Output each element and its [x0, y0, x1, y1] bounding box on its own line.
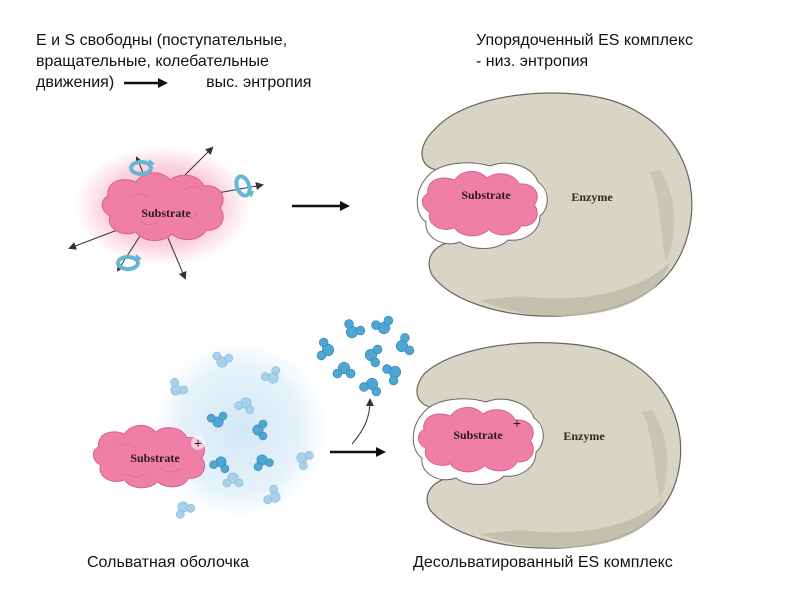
ordered-complex-caption-line2: - низ. энтропия [476, 53, 589, 70]
substrate-label: Substrate [453, 428, 503, 442]
free-state-caption-motions: движения) [36, 74, 115, 91]
charge-bg [191, 436, 205, 450]
water-molecule-icon [315, 336, 337, 363]
ordered-complex-caption: Упорядоченный ES комплекс - низ. энтропи… [476, 30, 693, 72]
enzyme-shadow [480, 262, 670, 316]
substrate-label: Substrate [130, 451, 180, 465]
water-molecule-icon [392, 331, 416, 359]
free-state-caption-line1: E и S свободны (поступательные, [36, 32, 288, 49]
substrate-texture [117, 443, 183, 477]
desolvated-complex-caption: Десольватированный ES комплекс [413, 554, 673, 571]
positive-charge-icon: + [194, 437, 202, 452]
water-molecule-icon [362, 342, 384, 369]
substrate-label: Substrate [461, 188, 511, 202]
solvation-shell-caption: Сольватная оболочка [87, 554, 250, 571]
motion-arrow-icon [116, 235, 141, 272]
free-state-caption-line3: движения) выс. энтропия [36, 72, 311, 93]
free-state-caption: E и S свободны (поступательные, вращател… [36, 30, 311, 93]
ordered-complex-caption-line1: Упорядоченный ES комплекс [476, 32, 694, 49]
water-molecule-icon [357, 374, 385, 398]
reaction-arrow-bottom [330, 447, 386, 457]
rotation-icon [129, 159, 155, 176]
reaction-arrow-top [292, 201, 350, 211]
enzyme-label: Enzyme [563, 429, 605, 443]
released-water-molecules [315, 314, 416, 398]
free-state-caption-entropy: выс. энтропия [206, 74, 312, 91]
positive-charge-icon: + [513, 417, 521, 432]
enzyme-shadow [480, 498, 664, 548]
water-molecule-icon [339, 317, 368, 344]
water-molecule-icon [332, 361, 356, 379]
free-substrate-group: Substrate [68, 146, 264, 280]
substrate-label: Substrate [141, 206, 191, 220]
rotation-icons [116, 159, 255, 271]
rotation-icon [234, 174, 255, 198]
enzyme-shadow [642, 410, 668, 500]
right-arrow-icon [124, 77, 169, 88]
release-arrow-icon [351, 398, 374, 445]
enzyme-shadow [650, 170, 675, 262]
right-arrow-icon [340, 201, 350, 211]
water-molecule-icon [369, 314, 397, 338]
solvation-shell-group: Substrate + [92, 338, 328, 522]
rotation-icon [116, 254, 142, 271]
right-arrow-icon [376, 447, 386, 457]
motion-arrow-icon [167, 237, 187, 280]
substrate-texture [129, 185, 203, 225]
free-state-caption-line2: вращательные, колебательные [36, 53, 269, 70]
desolvated-es-complex: Substrate + Enzyme [412, 342, 682, 549]
water-molecule-icon [380, 359, 407, 388]
ordered-es-complex: Substrate Enzyme [416, 92, 693, 317]
enzyme-label: Enzyme [571, 190, 613, 204]
